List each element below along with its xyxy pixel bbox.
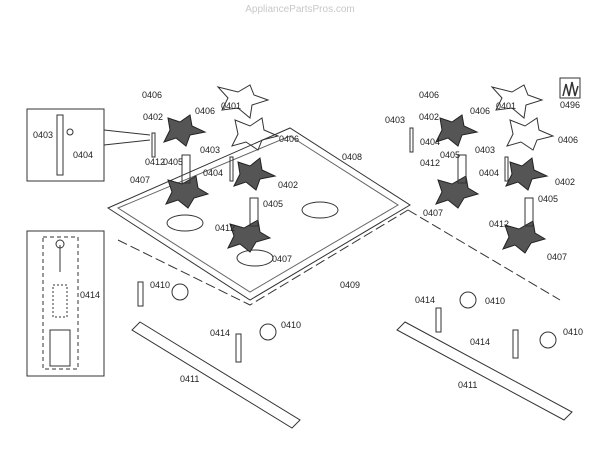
valve xyxy=(171,283,189,301)
burner-caps xyxy=(216,84,555,151)
part-label: 0404 xyxy=(73,150,94,160)
detail-box-0414 xyxy=(26,230,105,377)
part-label: 0406 xyxy=(142,90,163,100)
part-label: 0402 xyxy=(278,180,299,190)
part-label: 0406 xyxy=(195,106,216,116)
part-label: 0411 xyxy=(458,380,478,390)
watermark: AppliancePartsPros.com xyxy=(245,4,355,15)
part-label: 0414 xyxy=(470,337,491,347)
part-label: 0412 xyxy=(420,158,441,168)
part-label: 0406 xyxy=(419,90,440,100)
cooktop-panel xyxy=(106,127,411,301)
part-label: 0412 xyxy=(145,157,166,167)
part-label: 0406 xyxy=(279,134,300,144)
part-label: 0407 xyxy=(423,208,444,218)
part-label: 0402 xyxy=(143,112,164,122)
part-label: 0401 xyxy=(496,101,517,111)
part-label: 0404 xyxy=(203,168,224,178)
part-label: 0412 xyxy=(215,223,236,233)
part-label: 0403 xyxy=(33,130,54,140)
burner-opening xyxy=(166,214,204,232)
part-label: 0405 xyxy=(538,194,559,204)
part-label: 0411 xyxy=(180,374,200,384)
part-label: 0408 xyxy=(342,152,363,162)
part-label: 0405 xyxy=(163,157,184,167)
rail-left xyxy=(131,321,301,429)
part-label: 0412 xyxy=(489,219,510,229)
part-label: 0405 xyxy=(263,199,284,209)
part-label: 0401 xyxy=(221,101,242,111)
part-label: 0403 xyxy=(200,145,221,155)
rail-right xyxy=(396,321,573,421)
part-label: 0414 xyxy=(80,290,101,300)
part-label: 0407 xyxy=(130,175,151,185)
detail-box-0403 xyxy=(26,108,105,182)
part-label: 0410 xyxy=(150,280,171,290)
part-label: 0404 xyxy=(479,168,500,178)
part-label: 0406 xyxy=(470,106,491,116)
part-label: 0407 xyxy=(547,252,568,262)
gasket xyxy=(117,209,409,306)
part-label: 0404 xyxy=(420,137,441,147)
part-label: 0414 xyxy=(210,328,231,338)
part-label: 0410 xyxy=(563,327,584,337)
part-label: 0402 xyxy=(419,112,440,122)
part-label: 0414 xyxy=(415,295,436,305)
part-label: 0410 xyxy=(281,320,302,330)
part-label: 0407 xyxy=(272,254,293,264)
part-label: 0406 xyxy=(558,135,579,145)
part-label: 0496 xyxy=(560,100,581,110)
burner-heads xyxy=(163,114,549,254)
nozzle-tubes xyxy=(151,127,534,227)
flame-icon xyxy=(559,77,581,99)
part-label: 0403 xyxy=(475,145,496,155)
part-label: 0403 xyxy=(385,115,406,125)
part-label: 0410 xyxy=(485,296,506,306)
part-label: 0402 xyxy=(555,177,576,187)
part-label: 0405 xyxy=(440,150,461,160)
part-label: 0409 xyxy=(340,280,361,290)
